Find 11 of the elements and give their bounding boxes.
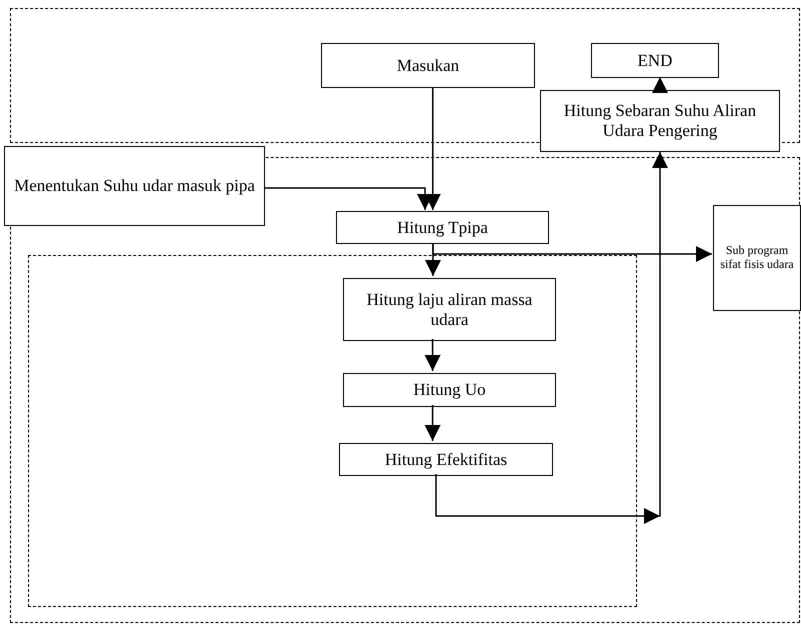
process-box: Hitung laju aliran massa udara <box>343 278 556 341</box>
process-box: Hitung Sebaran Suhu Aliran Udara Pengering <box>540 90 780 152</box>
process-box: Hitung Tpipa <box>336 211 549 244</box>
process-box: Hitung Uo <box>343 373 556 407</box>
dashed-region <box>28 255 637 607</box>
process-box: Menentukan Suhu udar masuk pipa <box>4 146 265 226</box>
process-box: Hitung Efektifitas <box>339 443 553 476</box>
dashed-region <box>10 8 800 143</box>
process-box: Masukan <box>321 43 535 88</box>
process-box: Sub program sifat fisis udara <box>713 205 801 311</box>
process-box: END <box>591 43 719 78</box>
